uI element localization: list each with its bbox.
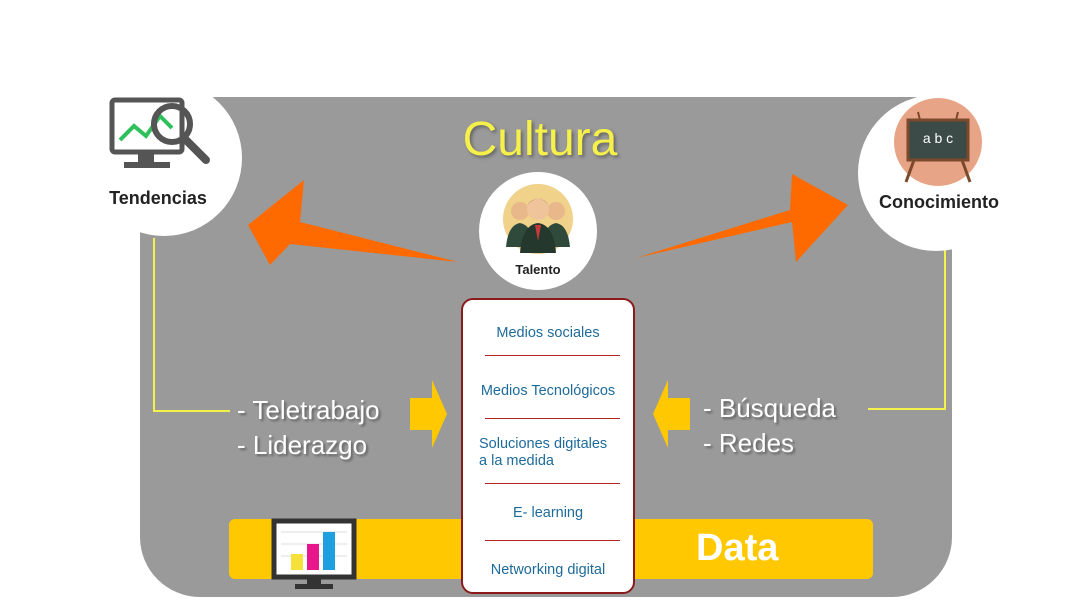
title: Cultura — [462, 113, 618, 166]
list-item-medios-tecnologicos: Medios Tecnológicos — [480, 383, 616, 399]
left-yellow-arrow — [410, 380, 447, 448]
list-divider — [485, 483, 620, 484]
list-divider — [485, 540, 620, 541]
right-connector-line — [868, 240, 946, 410]
list-item-networking-digital: Networking digital — [490, 562, 606, 578]
left-items: - Teletrabajo - Liderazgo — [237, 393, 380, 463]
list-divider — [485, 418, 620, 419]
right-orange-arrow — [636, 174, 848, 262]
list-item-medios-sociales: Medios sociales — [496, 325, 600, 341]
monitor-trend-icon — [109, 97, 210, 168]
chalkboard-text: a b c — [922, 130, 954, 146]
list-item-soluciones-digitales: Soluciones digitales a la medida — [479, 436, 608, 469]
talento-label: Talento — [515, 262, 561, 277]
right-item-redes: - Redes — [703, 428, 795, 458]
left-orange-arrow — [248, 180, 458, 265]
right-yellow-arrow — [653, 380, 690, 448]
list-item-e-learning: E- learning — [512, 505, 584, 521]
chalkboard-icon — [894, 98, 982, 186]
data-label: Data — [696, 527, 779, 569]
left-item-teletrabajo: - Teletrabajo — [237, 395, 380, 425]
center-list: Medios sociales Medios Tecnológicos Solu… — [461, 298, 635, 594]
conocimiento-label: Conocimiento — [879, 192, 999, 212]
list-divider — [485, 355, 620, 356]
tendencias-label: Tendencias — [109, 188, 207, 208]
bar-chart-monitor-icon — [271, 518, 357, 589]
right-item-busqueda: - Búsqueda — [703, 393, 836, 423]
right-items: - Búsqueda - Redes — [703, 391, 836, 461]
left-connector-line — [153, 238, 230, 412]
left-item-liderazgo: - Liderazgo — [237, 430, 368, 460]
team-people-icon — [503, 184, 573, 254]
